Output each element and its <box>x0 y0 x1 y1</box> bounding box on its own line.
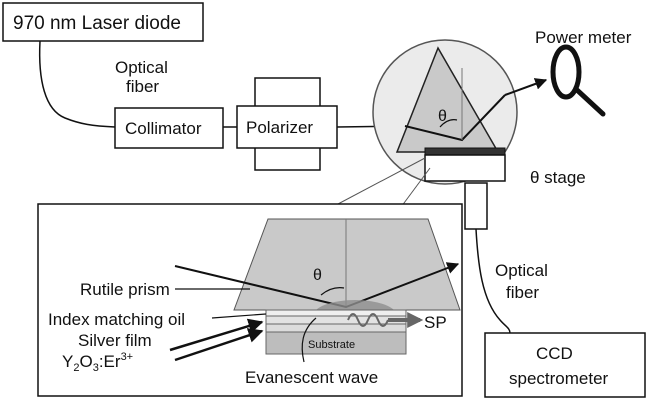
ccd-spectrometer-box <box>484 332 646 398</box>
ccd-label-b: spectrometer <box>509 369 609 388</box>
stage-slide <box>424 154 506 182</box>
rutile-prism-label: Rutile prism <box>80 280 170 299</box>
optical-fiber-label-2b: fiber <box>506 283 539 302</box>
index-oil-label: Index matching oil <box>48 310 185 329</box>
optical-fiber-laser <box>38 40 116 128</box>
theta-arc-top <box>439 119 458 128</box>
evanescent-wave-label: Evanescent wave <box>245 368 378 387</box>
collimator-box <box>114 107 224 149</box>
sp-label: SP <box>424 313 447 332</box>
collimator-label: Collimator <box>125 119 202 138</box>
optical-fiber-to-ccd <box>475 228 511 334</box>
optical-fiber-label-2a: Optical <box>495 261 548 280</box>
substrate-layer <box>265 331 407 355</box>
y2o3-er-label: Y2O3:Er3+ <box>62 351 133 374</box>
beam-to-power-meter <box>504 78 548 96</box>
index-oil-layer <box>265 309 407 317</box>
theta-stage-label: θ stage <box>530 168 586 187</box>
theta-label-top: θ <box>438 108 447 125</box>
excitation-arrow-1 <box>169 318 264 352</box>
sp-wave <box>347 313 389 327</box>
ccd-label-a: CCD <box>536 344 573 363</box>
silver-film-layer <box>265 315 407 325</box>
evanescent-pointer <box>301 317 317 363</box>
index-oil-pointer <box>211 313 267 319</box>
rutile-prism <box>233 218 461 311</box>
substrate-label: Substrate <box>308 339 355 351</box>
excitation-arrow-2 <box>174 328 264 362</box>
polarizer-label: Polarizer <box>246 118 313 137</box>
fiber-connector <box>464 182 488 230</box>
theta-label-inset: θ <box>313 267 322 284</box>
power-meter-icon <box>550 44 582 100</box>
stage-slide-dark <box>424 147 506 156</box>
zoom-line-left <box>337 157 426 205</box>
optical-fiber-label-1a: Optical <box>115 58 168 77</box>
silver-film-label: Silver film <box>78 331 152 350</box>
optical-fiber-label-1b: fiber <box>126 77 159 96</box>
theta-arc-inset <box>320 287 345 296</box>
laser-diode-label: 970 nm Laser diode <box>13 13 181 34</box>
power-meter-label: Power meter <box>535 28 632 47</box>
laser-diode-box <box>2 2 204 42</box>
power-meter-handle <box>574 87 606 117</box>
